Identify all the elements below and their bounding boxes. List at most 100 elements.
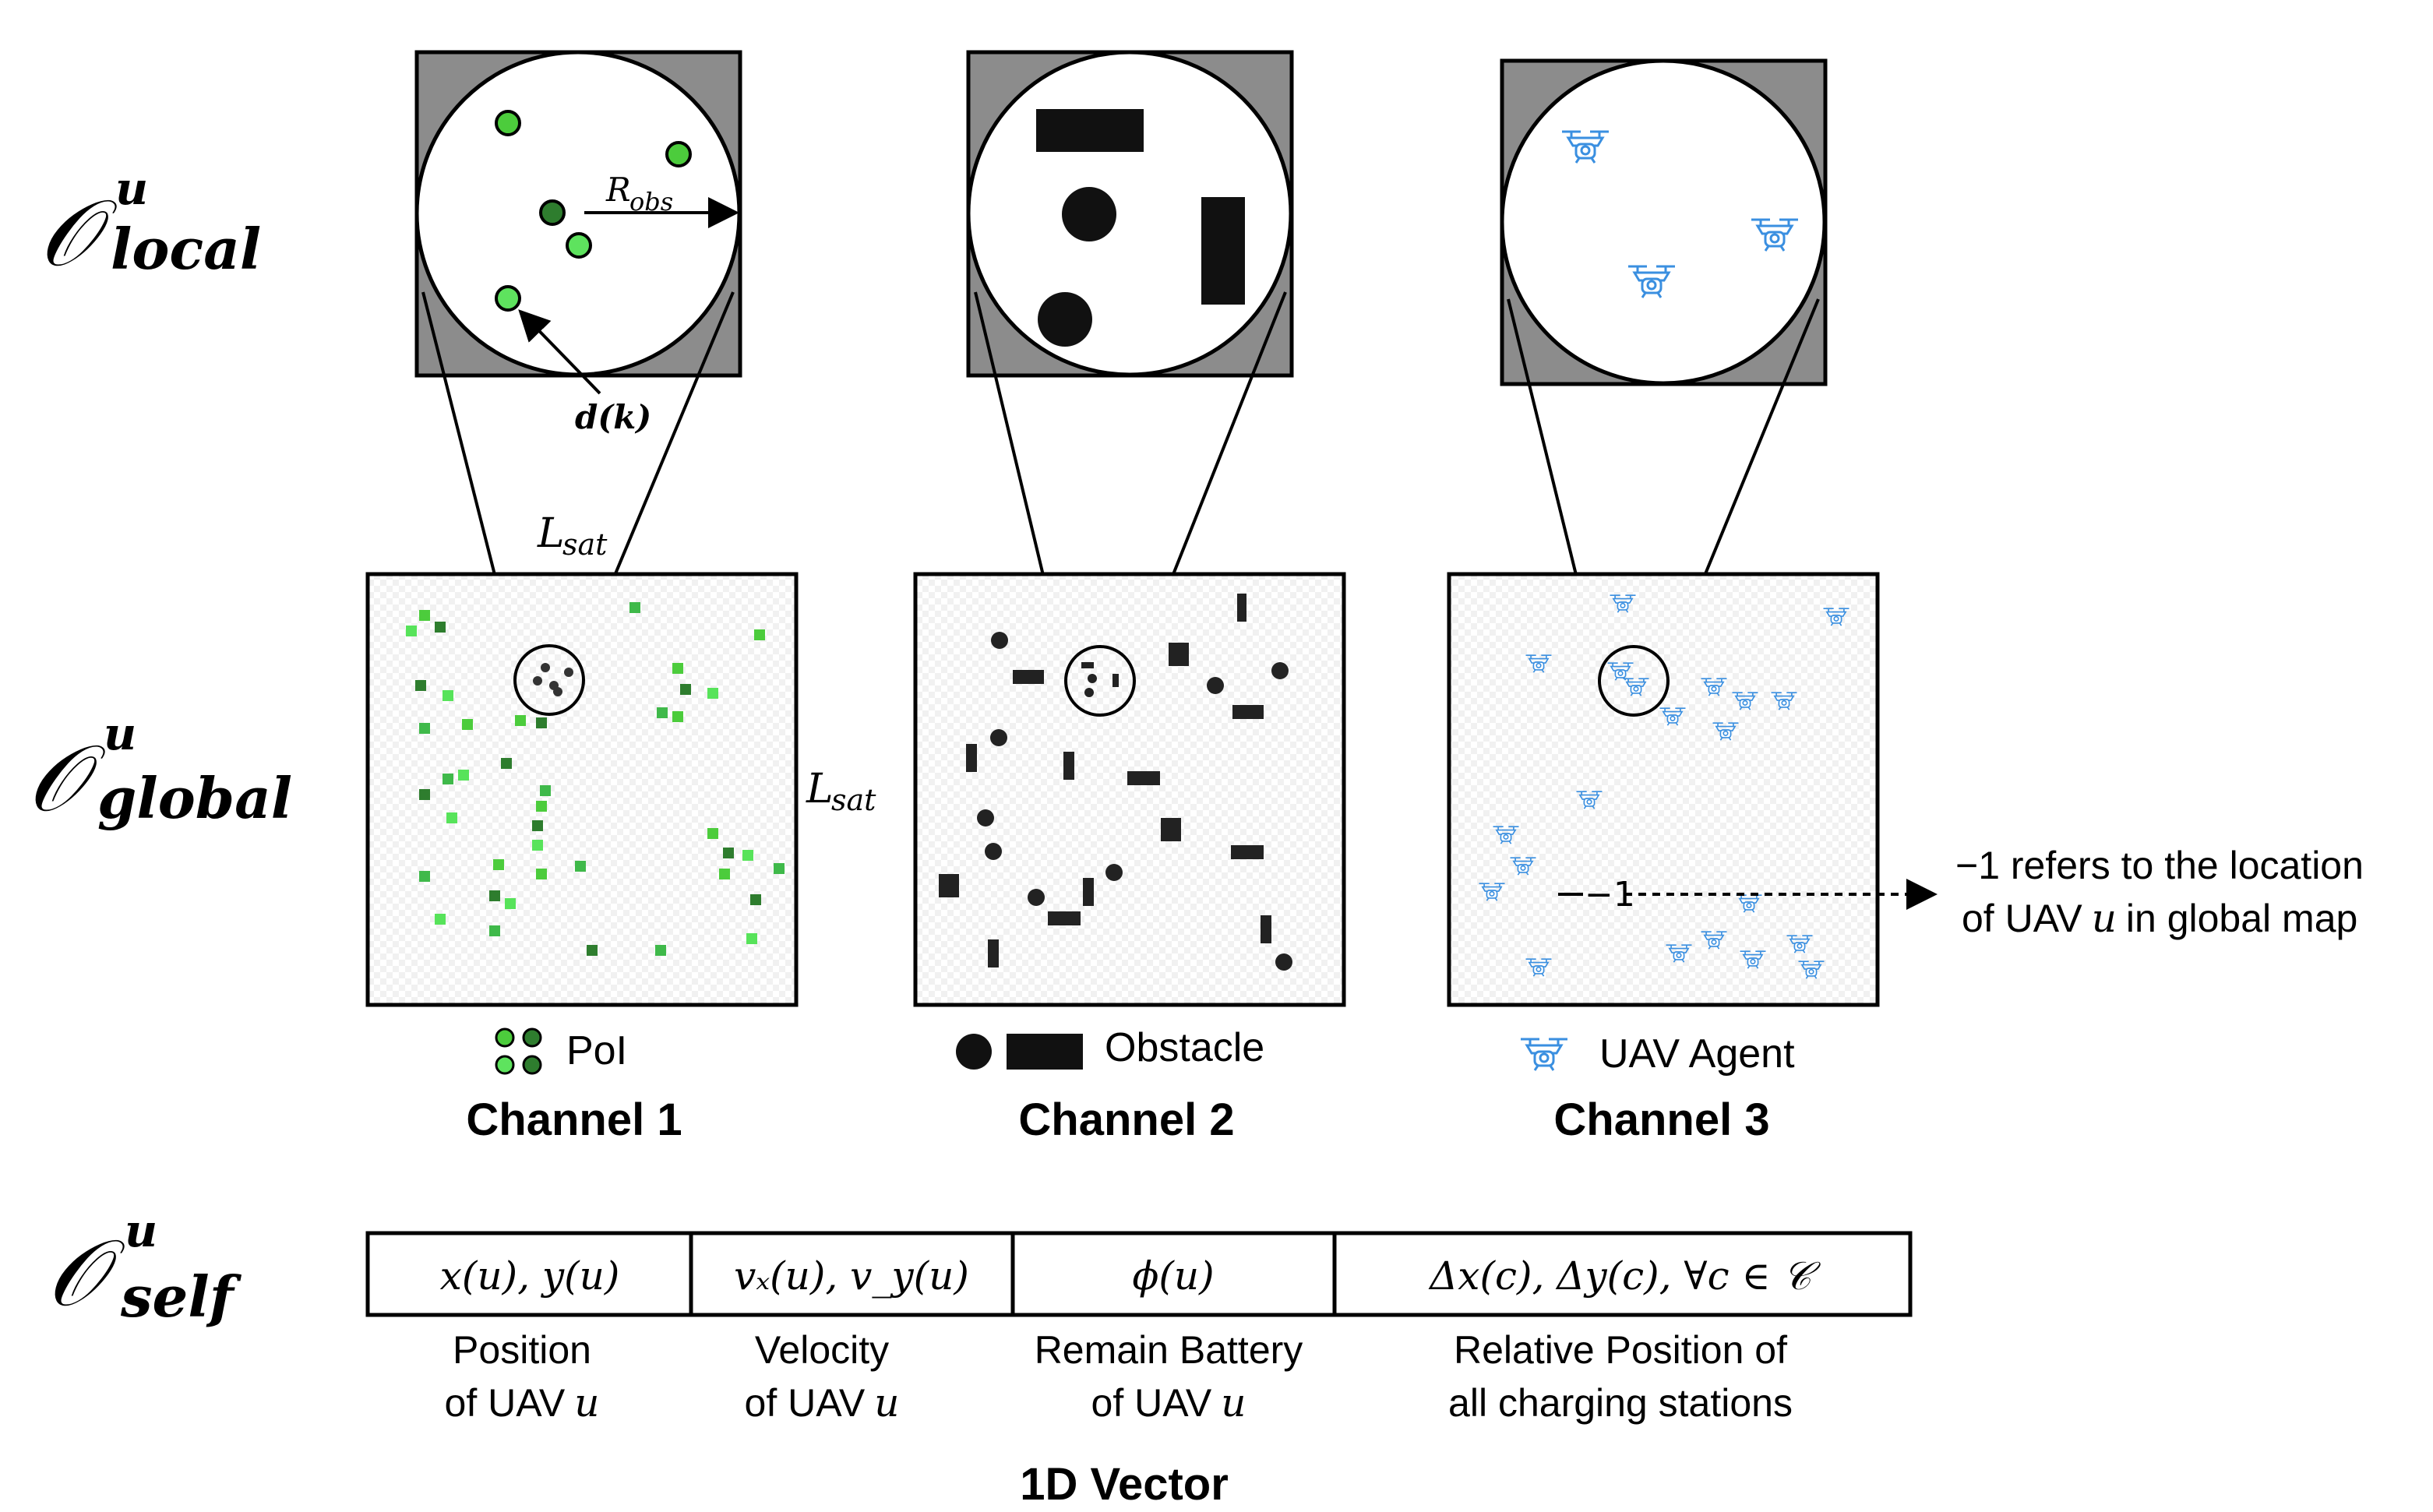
- poi-cell: [655, 945, 666, 956]
- obstacle-circle: [1062, 187, 1116, 241]
- global-observation-superscript: u: [104, 707, 136, 760]
- local-observation-symbol: 𝒪: [39, 179, 118, 287]
- obstacle-cell: [1028, 889, 1045, 906]
- poi-cell: [458, 770, 469, 781]
- poi-cell: [435, 622, 446, 633]
- vector-title: 1D Vector: [1020, 1459, 1229, 1510]
- local-observation-superscript: u: [115, 162, 148, 215]
- obstacle-cell: [1013, 670, 1044, 684]
- poi-cell: [462, 719, 473, 730]
- obstacle-cell: [977, 809, 994, 826]
- obstacle-cell: [988, 939, 999, 967]
- desc-position-text: of UAV: [445, 1381, 566, 1425]
- desc-battery-line1: Remain Battery: [1035, 1328, 1303, 1372]
- obstacle-cell: [985, 843, 1002, 860]
- channel-3-legend: UAV Agent: [1519, 1031, 1795, 1077]
- obstacle-legend-rect-icon: [1007, 1034, 1083, 1070]
- poi-cell: [419, 871, 430, 882]
- obstacle-legend-circle-icon: [956, 1034, 992, 1070]
- d-k-label: d(k): [575, 398, 651, 436]
- local-window-circle: [513, 644, 585, 716]
- poi-dot: [495, 285, 521, 312]
- d-k-arrow: [518, 309, 601, 395]
- poi-legend-icon: [495, 1027, 515, 1048]
- poi-cell: [536, 717, 547, 728]
- poi-cell: [742, 850, 753, 861]
- obstacle-cell: [1169, 643, 1189, 666]
- obstacle-cell: [1161, 818, 1181, 841]
- obstacle-cell: [1275, 953, 1292, 971]
- poi-cell: [629, 602, 640, 613]
- obstacle-cell: [1127, 771, 1160, 785]
- self-location-note-line2-a: of UAV: [1962, 897, 2082, 940]
- desc-velocity-line1: Velocity: [755, 1328, 889, 1372]
- poi-cell: [536, 801, 547, 812]
- obstacle-cell: [991, 632, 1008, 649]
- channel-3-global-map: −1: [1447, 572, 1880, 1007]
- l-sat-top-subscript: sat: [562, 527, 608, 562]
- channel-2-global-map: [913, 572, 1346, 1007]
- channel-1-legend-label: PoI: [566, 1028, 627, 1073]
- vector-cell-stations: Δx(c), Δy(c), ∀c ∈ 𝒞: [1428, 1253, 1821, 1299]
- poi-cell: [415, 680, 426, 691]
- channel-2-local-view: [966, 50, 1294, 378]
- poi-cell: [672, 663, 683, 674]
- obstacle-cell: [1261, 915, 1271, 943]
- self-observation-subscript: self: [120, 1264, 242, 1330]
- obstacle-cell: [1232, 705, 1264, 719]
- poi-cell: [536, 869, 547, 879]
- obstacle-cell: [1083, 878, 1094, 906]
- channel-1-legend: PoI: [495, 1027, 627, 1075]
- desc-stations-line1: Relative Position of: [1454, 1328, 1787, 1372]
- obstacle-points: [939, 594, 1292, 971]
- poi-dot: [539, 199, 566, 226]
- self-location-note-line2-b: in global map: [2126, 897, 2357, 940]
- obstacle-cell: [966, 744, 977, 772]
- l-sat-side-subscript: sat: [831, 783, 876, 817]
- desc-stations-line2: all charging stations: [1448, 1381, 1793, 1425]
- channel-2-legend: Obstacle: [956, 1025, 1264, 1070]
- obstacle-cell: [1237, 594, 1246, 622]
- self-location-note-line1: −1 refers to the location: [1955, 844, 2364, 887]
- poi-cell: [419, 789, 430, 800]
- desc-battery-text: of UAV: [1091, 1381, 1212, 1425]
- poi-cell: [719, 869, 730, 879]
- desc-position-line1: Position: [453, 1328, 591, 1372]
- desc-velocity-var: u: [874, 1380, 899, 1426]
- global-observation-symbol: 𝒪: [27, 724, 106, 832]
- local-observation-label: 𝒪 u local: [39, 162, 261, 287]
- poi-cell: [406, 626, 417, 636]
- poi-cell: [532, 840, 543, 851]
- poi-cell: [754, 629, 765, 640]
- obstacle-cell: [1207, 677, 1224, 694]
- self-location-note-var: u: [2092, 896, 2117, 941]
- obstacle-cell: [990, 729, 1007, 746]
- obstacle-cell: [1231, 845, 1264, 859]
- poi-cell: [489, 890, 500, 901]
- channel-3-local-view: [1500, 58, 1828, 386]
- obstacle-rect: [1036, 109, 1144, 152]
- poi-cell: [672, 711, 683, 722]
- poi-cell: [657, 707, 668, 718]
- obstacle-cell: [939, 874, 959, 897]
- channel-3-legend-label: UAV Agent: [1599, 1031, 1795, 1077]
- poi-cell: [575, 861, 586, 872]
- poi-dot: [495, 110, 521, 136]
- local-observation-subscript: local: [111, 216, 261, 282]
- poi-cell: [419, 723, 430, 734]
- uav-legend-icon: [1519, 1038, 1569, 1072]
- poi-cell: [493, 859, 504, 870]
- poi-cell: [774, 863, 785, 874]
- poi-cell: [540, 785, 551, 796]
- desc-battery-var: u: [1221, 1380, 1246, 1426]
- poi-cell: [505, 898, 516, 909]
- channel-2-title: Channel 2: [1018, 1094, 1234, 1145]
- poi-cell: [707, 688, 718, 699]
- poi-cell: [501, 758, 512, 769]
- self-observation-superscript: u: [125, 1204, 157, 1257]
- l-sat-top-label: L: [537, 510, 565, 557]
